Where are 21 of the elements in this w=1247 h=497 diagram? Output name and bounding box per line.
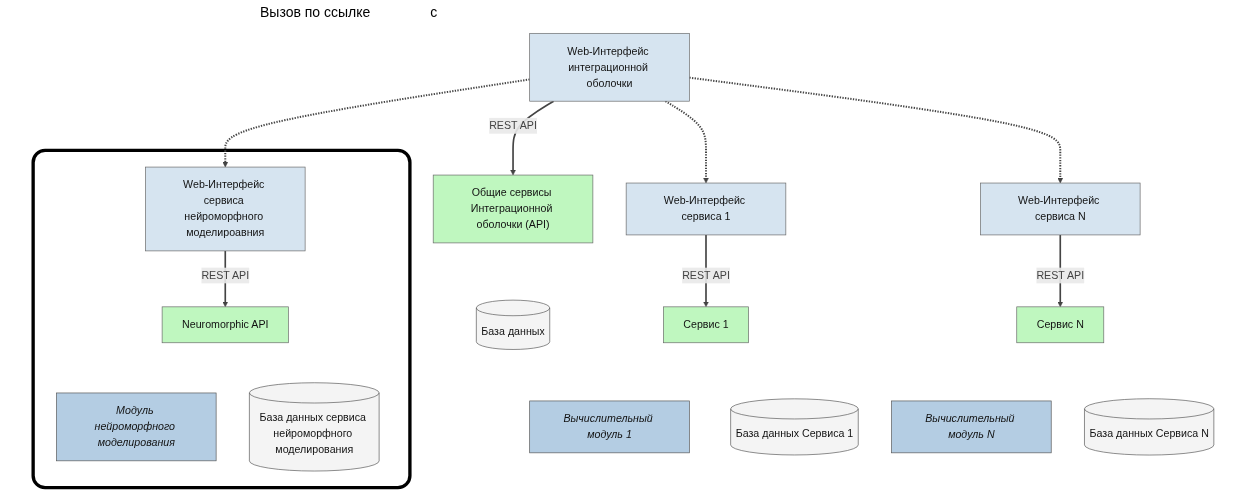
edge-label: REST API [201,269,250,281]
node-box: Сервис N [1016,306,1105,344]
node-box: Сервис 1 [663,306,749,344]
arrow [222,78,531,168]
node-box: Web-Интерфейс сервиса нейроморфного моделироавния [145,166,306,252]
arrow [688,76,1064,184]
node-box: Neuromorphic API [161,306,289,344]
edge-label: REST API [682,269,730,281]
node-box: Web-Интерфейс сервиса 1 [625,182,787,236]
note-text: Вызов по ссылке [260,4,371,22]
arrow [664,100,709,184]
node-box: Вычислительный модуль 1 [529,400,690,454]
edge-label: REST API [489,119,537,132]
node-box: Модуль нейроморфного моделирования [56,392,217,462]
node-box: Web-Интерфейс интеграционной оболочки [529,33,690,102]
node-box: Web-Интерфейс сервиса N [980,182,1141,236]
node-box: Общие сервисы Интеграционной оболочки (API) [432,174,594,244]
note-text: с [430,4,438,22]
cluster [31,148,412,490]
edge-label: REST API [1036,269,1085,281]
node-box: Вычислительный модуль N [891,400,1052,454]
